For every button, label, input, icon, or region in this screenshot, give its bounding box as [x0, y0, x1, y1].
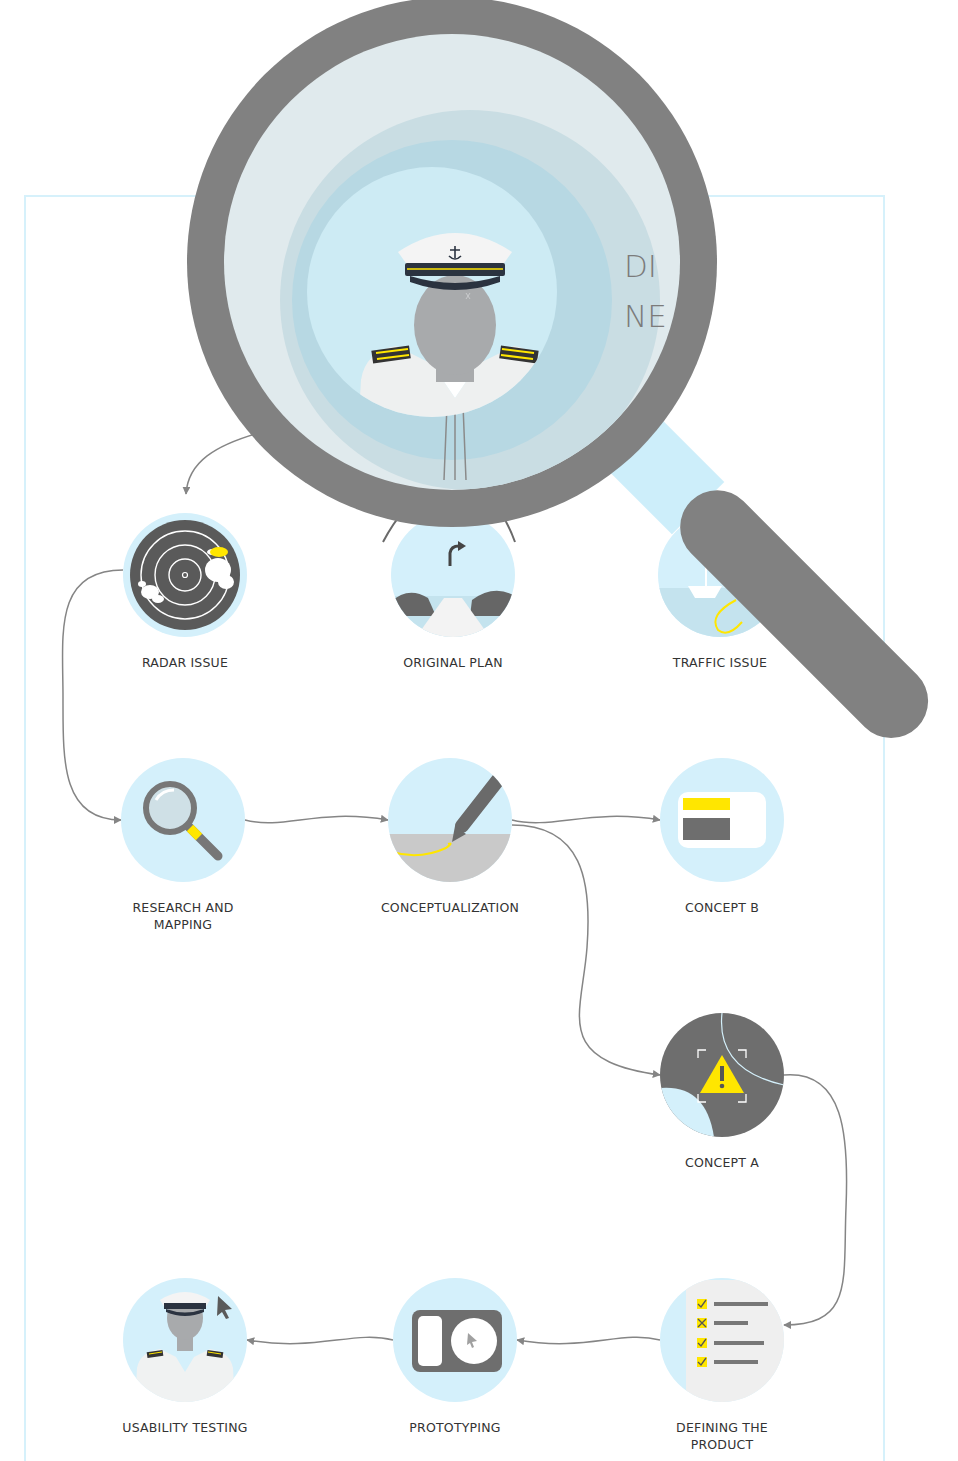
node-caption: DEFINING THE PRODUCT — [657, 1419, 787, 1453]
magnifier-glass — [224, 34, 680, 490]
node-caption: ORIGINAL PLAN — [363, 654, 543, 671]
frame-border — [25, 196, 884, 1461]
node-caption: CONCEPT A — [632, 1154, 812, 1171]
process-circle: USABILITY TESTING — [123, 1278, 247, 1402]
node-caption: CONCEPT B — [632, 899, 812, 916]
process-circle: CONCEPT B — [660, 758, 784, 882]
caption-group: CONCEPT A — [632, 1154, 812, 1171]
caption-group: DEFINING THE PRODUCT — [657, 1419, 787, 1453]
node-caption: USABILITY TESTING — [95, 1419, 275, 1436]
caption-group: RADAR ISSUE — [95, 654, 275, 671]
caption-group: PROTOTYPING — [365, 1419, 545, 1436]
node-caption: PROTOTYPING — [365, 1419, 545, 1436]
captain-figure — [358, 233, 552, 430]
magnifier-handle — [601, 411, 943, 753]
caption-group: ORIGINAL PLAN — [363, 654, 543, 671]
process-circle: CONCEPT A — [660, 1013, 784, 1137]
node-caption: TRAFFIC ISSUE — [630, 654, 810, 671]
flow-connector — [512, 816, 660, 822]
process-circle: RESEARCH AND MAPPING — [121, 758, 245, 882]
caption-group: CONCEPTUALIZATION — [350, 899, 550, 916]
caption-group: CONCEPT B — [632, 899, 812, 916]
magnifier-ring — [187, 0, 717, 527]
flow-connector — [247, 1337, 393, 1343]
caption-group: RESEARCH AND MAPPING — [118, 899, 248, 933]
alert-icon — [660, 1013, 784, 1137]
flow-connector — [63, 570, 123, 820]
process-circle: DEFINING THE PRODUCT — [660, 1278, 784, 1402]
flow-connector — [784, 1075, 847, 1325]
process-circle: PROTOTYPING — [393, 1278, 517, 1402]
flow-connector — [245, 816, 388, 822]
process-circle: RADAR ISSUE — [123, 513, 247, 637]
partial-title: NE — [624, 298, 667, 334]
flow-connector — [512, 825, 660, 1075]
process-circle: ORIGINAL PLAN — [391, 513, 515, 637]
node-caption: RADAR ISSUE — [95, 654, 275, 671]
caption-group: TRAFFIC ISSUE — [630, 654, 810, 671]
partial-title: DI — [624, 248, 657, 284]
process-circle: CONCEPTUALIZATION — [388, 758, 512, 882]
lead-arrow — [186, 432, 262, 494]
node-caption: CONCEPTUALIZATION — [350, 899, 550, 916]
node-caption: RESEARCH AND MAPPING — [118, 899, 248, 933]
flow-connector — [517, 1337, 660, 1343]
process-circle: TRAFFIC ISSUE — [658, 513, 782, 637]
caption-group: USABILITY TESTING — [95, 1419, 275, 1436]
